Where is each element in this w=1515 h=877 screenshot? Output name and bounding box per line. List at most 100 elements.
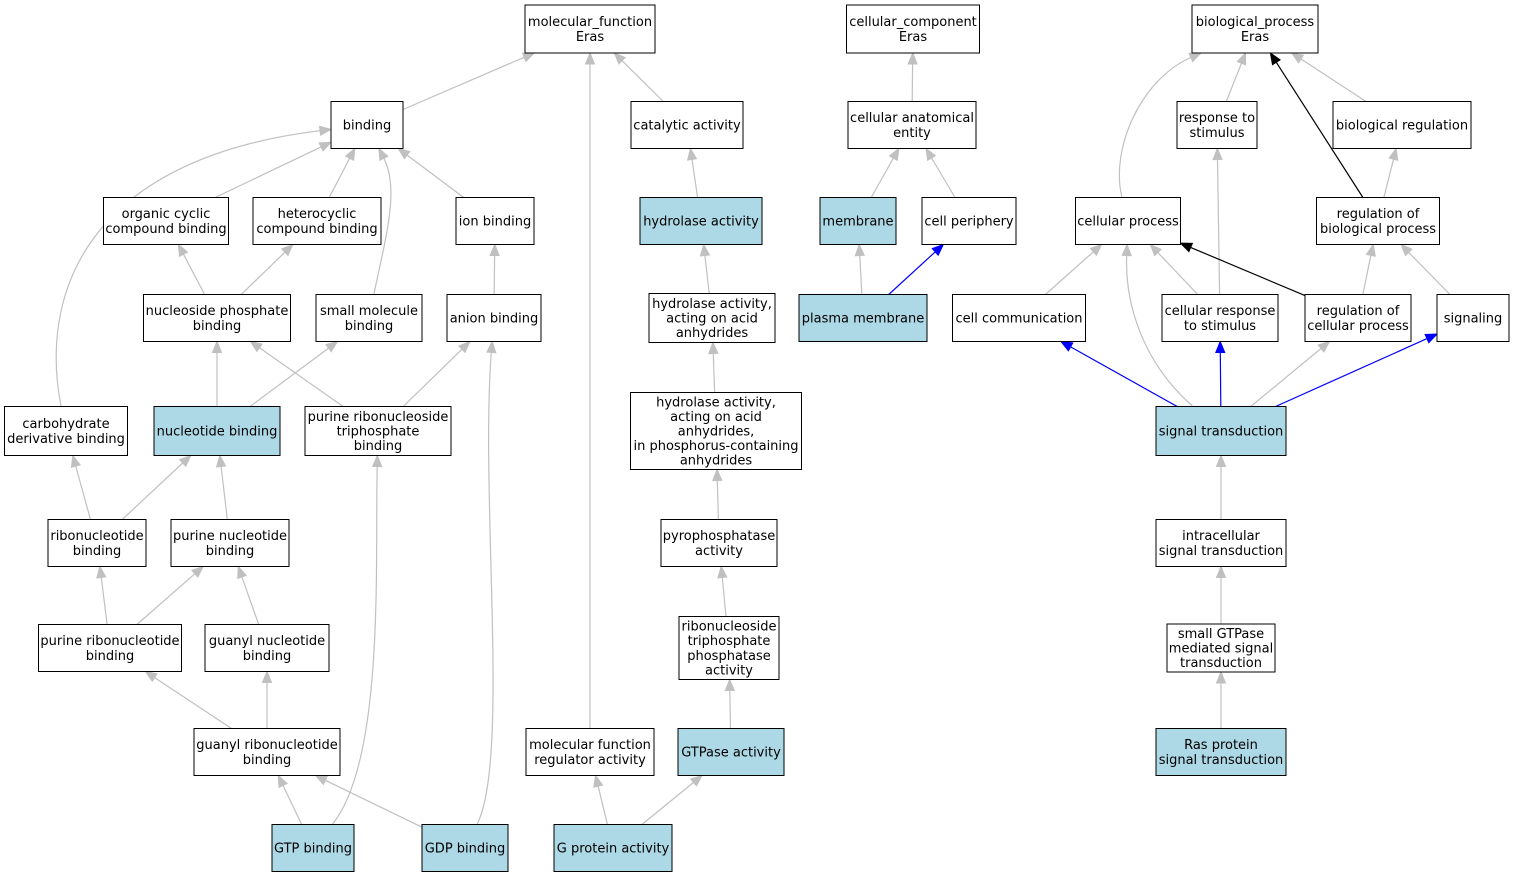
node-label-line: carbohydrate [22, 417, 109, 432]
edge-binding-to-mf_root [402, 52, 536, 111]
edge-line [1383, 159, 1395, 198]
node-box [630, 392, 802, 470]
node-binding: binding [330, 101, 404, 149]
edge-arrowhead [378, 147, 389, 162]
edge-reg_bio_proc-to-bp_root [1269, 51, 1364, 198]
node-box [38, 624, 182, 672]
edge-arrowhead [1400, 243, 1413, 257]
edge-arrowhead [907, 51, 918, 65]
node-label-line: guanyl ribonucleotide [196, 738, 337, 753]
node-label-line: response to [1179, 111, 1255, 126]
node-label-line: compound binding [256, 222, 377, 237]
node-label-line: regulator activity [534, 753, 646, 768]
edge-hydro_phos-to-hydro_anhyd [708, 341, 719, 393]
node-box [153, 406, 281, 456]
edge-arrowhead [371, 454, 383, 468]
edge-arrowhead [261, 670, 273, 683]
edge-line [100, 577, 108, 625]
node-cell-comm: cell communication [952, 294, 1086, 342]
edge-plasma_mem-to-membrane [854, 243, 866, 295]
node-label-line: purine ribonucleoside [308, 410, 449, 425]
edge-plasma_mem-to-cell_periphery [888, 243, 945, 295]
edge-arrowhead [593, 774, 604, 788]
node-plasma-mem: plasma membrane [798, 294, 928, 342]
edge-line [328, 158, 351, 198]
edge-signal_trans-to-cell_comm [1059, 340, 1178, 408]
edge-arrowhead [318, 125, 333, 136]
node-label-line: signal transduction [1159, 544, 1284, 559]
node-label-line: acting on acid [666, 312, 758, 327]
edge-nuc_phosphate-to-org_cyclic [177, 243, 206, 295]
node-box [4, 406, 128, 456]
edge-reg_cell_proc-to-cellular_process [1179, 242, 1306, 297]
node-box [170, 519, 290, 567]
edge-arrowhead [1236, 51, 1247, 66]
edge-line [259, 347, 344, 407]
edge-line [691, 159, 699, 198]
edge-arrowhead [613, 52, 627, 65]
edge-arrowhead [1388, 147, 1399, 161]
edge-arrowhead [717, 565, 728, 579]
node-label-line: cellular response [1165, 304, 1276, 319]
node-box [446, 294, 542, 342]
node-label-line: cell periphery [924, 215, 1014, 230]
node-label-line: intracellular [1182, 529, 1260, 544]
node-box [1155, 519, 1287, 567]
edge-purine_ribonuc-to-purine_nuc [136, 565, 205, 625]
edge-gdp_binding-to-anion_binding [476, 340, 497, 825]
edge-arrowhead [925, 147, 937, 162]
edge-arrowhead [708, 341, 719, 355]
node-box [1176, 101, 1258, 149]
edge-arrowhead [1212, 147, 1223, 161]
edge-line [55, 130, 321, 407]
node-label-line: signaling [1444, 312, 1503, 327]
edge-nucleotide_binding-to-nuc_phosphate [211, 340, 223, 407]
edge-guanyl_ribonuc-to-purine_ribonuc [144, 670, 232, 730]
edge-arrowhead [178, 454, 192, 468]
node-box [103, 197, 229, 245]
edge-signal_trans-to-signaling [1275, 333, 1439, 408]
edges-layer [55, 51, 1451, 828]
node-bio-reg: biological regulation [1332, 101, 1472, 149]
edge-mf_regulator-to-mf_root [584, 51, 596, 729]
edge-arrowhead [1215, 670, 1227, 684]
node-label-line: binding [243, 753, 291, 768]
edge-cae-to-cc_root [907, 51, 918, 102]
edge-purine_rntp-to-anion_binding [402, 340, 471, 407]
node-cell-periphery: cell periphery [921, 197, 1017, 245]
edge-arrowhead [1149, 243, 1162, 257]
node-label-line: to stimulus [1184, 319, 1256, 334]
edge-anion_binding-to-ion_binding [489, 243, 500, 295]
edge-arrowhead [486, 340, 497, 354]
edge-line [373, 158, 392, 295]
node-label-line: Ras protein [1184, 738, 1258, 753]
node-box [677, 728, 785, 776]
node-label-line: purine nucleotide [173, 529, 287, 544]
edge-arrowhead [144, 670, 158, 683]
edge-arrowhead [177, 243, 189, 258]
edge-line [729, 690, 732, 729]
edge-line [870, 157, 894, 198]
node-label-line: binding [354, 439, 402, 454]
node-rntp-phosphatase: ribonucleosidetriphosphatephosphataseact… [678, 616, 780, 680]
node-label-line: transduction [1180, 656, 1262, 671]
node-box [47, 519, 147, 567]
node-ion-binding: ion binding [455, 197, 535, 245]
node-label-line: binding [206, 544, 254, 559]
node-label-line: pyrophosphatase [663, 529, 775, 544]
node-box [204, 624, 330, 672]
